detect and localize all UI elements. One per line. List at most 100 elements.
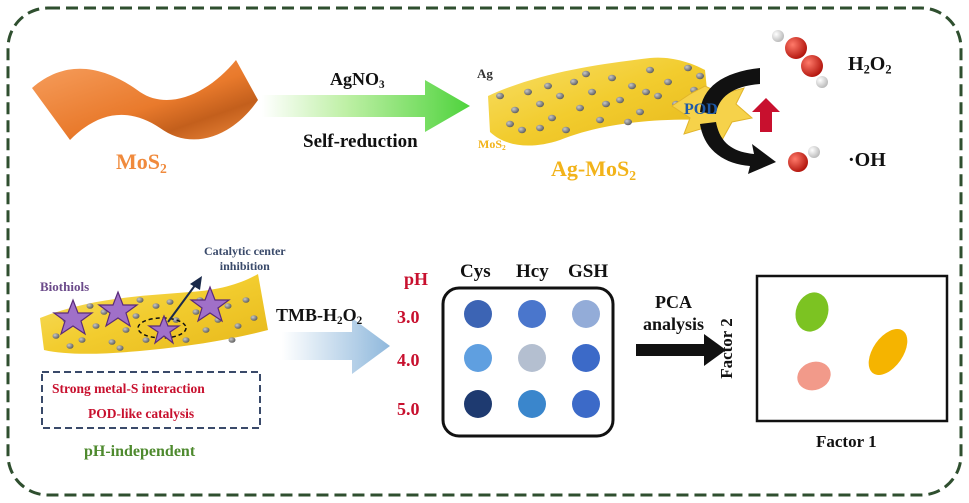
ag-nanoparticle <box>228 337 236 343</box>
biothiol-stars <box>52 285 231 345</box>
ag-nanoparticle <box>242 297 250 303</box>
ag-nanoparticle <box>518 126 526 134</box>
biothiols-label: Biothiols <box>40 279 90 294</box>
ag-nanoparticle <box>636 108 644 116</box>
pca-clusters <box>795 292 908 391</box>
ag-nanoparticle <box>182 337 190 343</box>
ag-nanoparticle <box>496 92 504 100</box>
ag-nanoparticle <box>122 327 130 333</box>
pod-label: POD <box>684 101 718 118</box>
ag-nanoparticle <box>596 116 604 124</box>
ag-nanoparticle <box>511 106 519 114</box>
ag-nanoparticles-top <box>496 64 704 134</box>
ph-value-3: 5.0 <box>397 399 420 419</box>
ag-nanoparticle <box>536 124 544 132</box>
ag-nanoparticle <box>654 92 662 100</box>
ag-nanoparticle <box>136 297 144 303</box>
factor-2-label: Factor 2 <box>716 318 736 379</box>
sensor-spot-gsh-ph-3.0 <box>572 300 600 328</box>
h2o2-label: H2O2 <box>848 53 892 77</box>
ag-nanoparticle <box>172 317 180 323</box>
ag-nanoparticle <box>696 72 704 80</box>
ag-nanoparticle <box>576 104 584 112</box>
inhibition-pointer-head <box>190 276 202 290</box>
ag-nanoparticle <box>628 82 636 90</box>
ag-nanoparticle <box>536 100 544 108</box>
ag-nanoparticle <box>108 339 116 345</box>
sensor-spots <box>464 300 600 418</box>
sheet-mos2-label: MoS2 <box>478 137 506 153</box>
ag-nanoparticle <box>224 303 232 309</box>
ag-nanoparticle <box>250 315 258 321</box>
inhibition-label: Catalytic center inhibition <box>204 244 286 273</box>
ag-nanoparticle <box>582 70 590 78</box>
process-label: Self-reduction <box>303 131 418 152</box>
sensor-spot-hcy-ph-5.0 <box>518 390 546 418</box>
pca-arrow <box>636 334 726 366</box>
oh-label: ·OH <box>848 149 886 171</box>
ph-independent-label: pH-independent <box>84 443 196 460</box>
substrate-label: TMB-H2O2 <box>276 305 363 328</box>
red-up-arrow <box>752 98 780 132</box>
ag-nanoparticle <box>78 337 86 343</box>
ag-nanoparticle <box>624 118 632 126</box>
ph-value-1: 3.0 <box>397 307 420 327</box>
pink-cluster <box>797 361 831 391</box>
curved-arrow-in <box>700 68 760 114</box>
ag-nanoparticle <box>142 337 150 343</box>
ag-nanoparticle <box>664 78 672 86</box>
factor-1-label: Factor 1 <box>816 432 877 451</box>
orange-cluster <box>868 329 908 375</box>
column-cys: Cys <box>460 261 491 282</box>
ag-nanoparticle <box>166 299 174 305</box>
ag-nanoparticle <box>608 74 616 82</box>
ag-nanoparticle <box>192 309 200 315</box>
column-gsh: GSH <box>568 261 609 282</box>
sensor-spot-gsh-ph-5.0 <box>572 390 600 418</box>
ag-nanoparticle <box>92 323 100 329</box>
h2o2-molecule <box>772 30 828 88</box>
ag-nanoparticle <box>588 88 596 96</box>
column-hcy: Hcy <box>516 261 549 282</box>
ag-nanoparticle <box>642 88 650 96</box>
ag-nanoparticle <box>132 313 140 319</box>
ag-nanoparticle <box>562 126 570 134</box>
ag-nanoparticle <box>684 64 692 72</box>
mechanism-line-2: POD-like catalysis <box>88 406 195 421</box>
ph-value-2: 4.0 <box>397 350 420 370</box>
sensor-spot-cys-ph-3.0 <box>464 300 492 328</box>
inhibition-pointer <box>167 283 197 323</box>
ag-nanoparticle <box>570 78 578 86</box>
ag-nanoparticle <box>646 66 654 74</box>
sensor-spot-gsh-ph-4.0 <box>572 344 600 372</box>
ag-nanoparticle <box>202 327 210 333</box>
ag-nanoparticle <box>234 323 242 329</box>
ag-mos2-label: Ag-MoS2 <box>551 156 637 183</box>
ag-nanoparticle <box>506 120 514 128</box>
sensor-spot-hcy-ph-3.0 <box>518 300 546 328</box>
ag-nanoparticle <box>66 343 74 349</box>
ph-header: pH <box>404 269 429 289</box>
ag-nanoparticle <box>602 100 610 108</box>
blue-reaction-arrow <box>282 318 390 374</box>
ag-nanoparticle <box>52 333 60 339</box>
sensor-spot-hcy-ph-4.0 <box>518 344 546 372</box>
green-reaction-arrow <box>262 80 470 132</box>
ag-nanoparticle <box>116 345 124 351</box>
ag-label: Ag <box>477 66 493 81</box>
dashed-frame <box>6 6 963 497</box>
ag-nanoparticle <box>524 88 532 96</box>
ag-mos2-sheet <box>488 57 710 146</box>
active-site-ring <box>137 317 187 339</box>
mos2-label: MoS2 <box>116 149 167 176</box>
ag-nanoparticle <box>86 303 94 309</box>
ag-nanoparticle <box>152 303 160 309</box>
curved-arrow-out <box>700 122 776 174</box>
ag-nanoparticle <box>556 92 564 100</box>
mechanism-box <box>41 371 261 429</box>
analysis-label: PCA analysis <box>643 292 705 334</box>
pca-plot-frame <box>755 274 949 423</box>
ag-nanoparticle <box>616 96 624 104</box>
